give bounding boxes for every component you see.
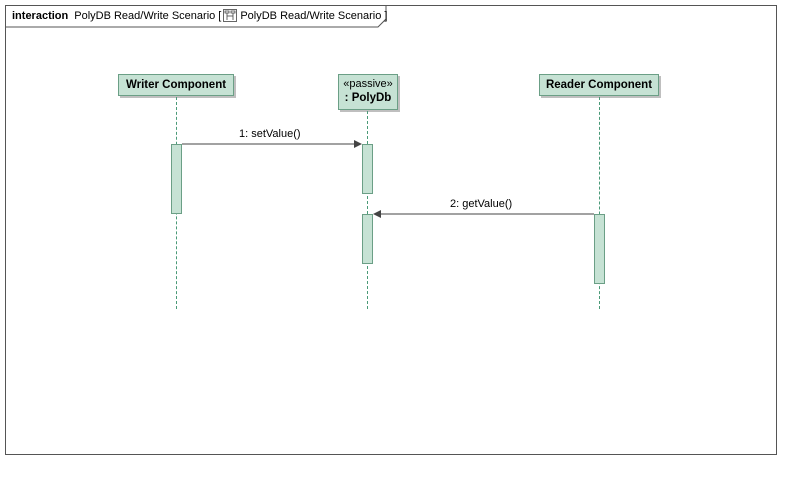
frame-tab-border bbox=[6, 6, 387, 28]
sequence-diagram-icon[interactable] bbox=[223, 9, 238, 22]
activation-reader[interactable] bbox=[594, 214, 605, 284]
message-1-label[interactable]: 1: setValue() bbox=[239, 128, 301, 140]
lifeline-polydb-head[interactable]: «passive» : PolyDb bbox=[338, 74, 398, 110]
activation-writer[interactable] bbox=[171, 144, 182, 214]
lifeline-writer-label: Writer Component bbox=[125, 79, 227, 91]
frame-name: PolyDB Read/Write Scenario bbox=[74, 9, 216, 22]
lifeline-reader-head[interactable]: Reader Component bbox=[539, 74, 659, 96]
frame-keyword: interaction bbox=[12, 9, 69, 22]
lifeline-polydb-stereotype: «passive» bbox=[343, 78, 393, 90]
message-1-arrow[interactable] bbox=[182, 140, 362, 148]
message-2-label[interactable]: 2: getValue() bbox=[450, 198, 513, 210]
lifeline-writer-head[interactable]: Writer Component bbox=[118, 74, 234, 96]
message-2-arrow[interactable] bbox=[373, 210, 594, 218]
activation-polydb-1[interactable] bbox=[362, 144, 373, 194]
lifeline-reader-label: Reader Component bbox=[545, 79, 653, 91]
lifeline-polydb-line bbox=[367, 111, 368, 309]
frame-bracket-close: ] bbox=[384, 9, 388, 22]
frame-bracket-open: [ bbox=[218, 9, 222, 22]
lifeline-polydb-label: : PolyDb bbox=[344, 92, 392, 104]
activation-polydb-2[interactable] bbox=[362, 214, 373, 264]
frame-diagram-ref[interactable]: PolyDB Read/Write Scenario bbox=[240, 9, 382, 22]
lifeline-reader-line bbox=[599, 97, 600, 309]
